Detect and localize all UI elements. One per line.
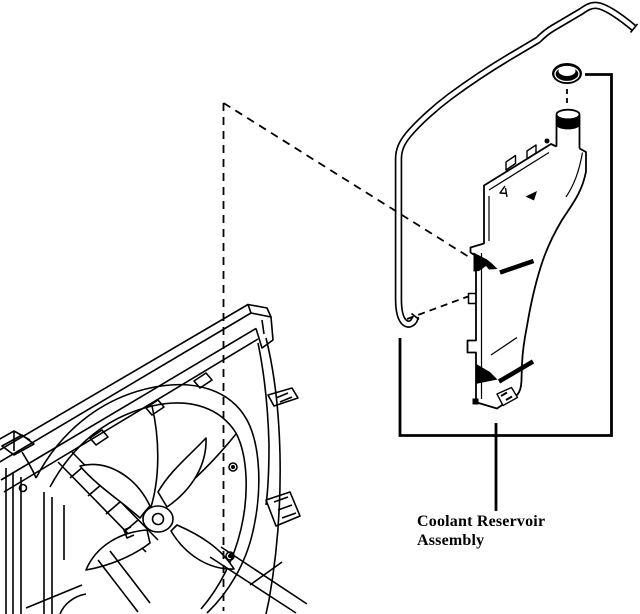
overflow-hose: [394, 1, 639, 328]
coolant-reservoir-label: Coolant Reservoir Assembly: [417, 512, 545, 550]
hose-attach-guide-line: [406, 295, 469, 320]
label-line-1: Coolant Reservoir: [417, 513, 546, 530]
radiator-fan-shroud-assembly: [0, 303, 308, 614]
label-line-2: Assembly: [417, 532, 485, 549]
leader-bracket: [398, 73, 613, 511]
diagonal-guide-line: [223, 102, 470, 258]
reservoir-cap: [552, 63, 582, 84]
coolant-reservoir-tank: [466, 108, 587, 410]
assembly-guide-dashed-lines: [222, 89, 568, 611]
